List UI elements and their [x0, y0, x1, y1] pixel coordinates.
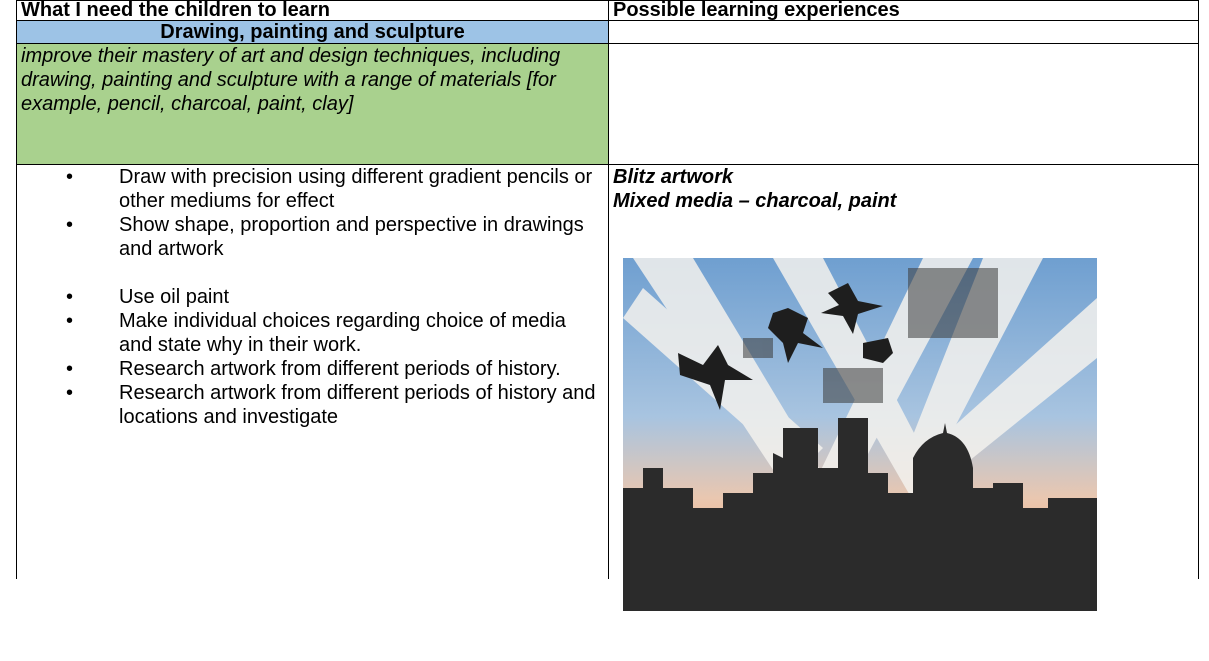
- experience-title: Blitz artwork: [613, 166, 734, 188]
- section-empty-cell: [608, 20, 1199, 44]
- experience-subtitle: Mixed media – charcoal, paint: [613, 190, 897, 212]
- header-learn: What I need the children to learn: [16, 0, 609, 21]
- skills-cell: Draw with precision using different grad…: [16, 164, 609, 579]
- list-item: Draw with precision using different grad…: [66, 165, 604, 213]
- objective-row: improve their mastery of art and design …: [16, 43, 1199, 165]
- blitz-artwork-image: [623, 258, 1097, 611]
- header-experiences: Possible learning experiences: [608, 0, 1199, 21]
- header-row: What I need the children to learn Possib…: [16, 0, 1199, 21]
- objective-empty-cell: [608, 43, 1199, 165]
- list-item: Show shape, proportion and perspective i…: [66, 213, 604, 261]
- skills-list: Draw with precision using different grad…: [21, 165, 604, 429]
- objective-text: improve their mastery of art and design …: [16, 43, 609, 165]
- list-item: Research artwork from different periods …: [66, 381, 604, 429]
- list-item: Make individual choices regarding choice…: [66, 309, 604, 357]
- charcoal-texture: [743, 268, 998, 403]
- section-title: Drawing, painting and sculpture: [16, 20, 609, 44]
- list-item: Research artwork from different periods …: [66, 357, 604, 381]
- list-item: Use oil paint: [66, 285, 604, 309]
- section-row: Drawing, painting and sculpture: [16, 20, 1199, 44]
- city-silhouette: [623, 418, 1097, 611]
